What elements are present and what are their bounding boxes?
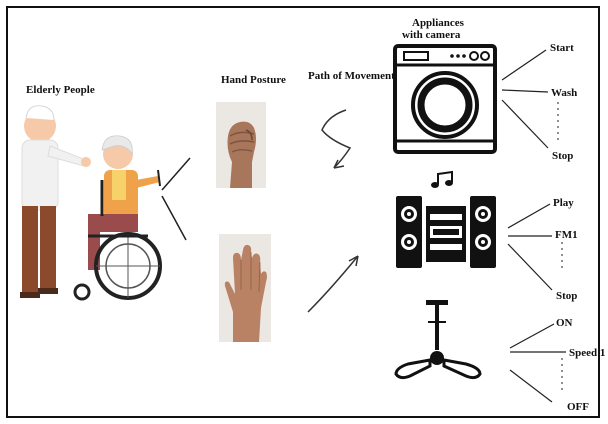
fist-hand-photo bbox=[216, 102, 266, 188]
command-connector-lines bbox=[496, 40, 566, 410]
appliances-label-line1: Appliances bbox=[412, 17, 464, 29]
movement-arrows bbox=[300, 100, 370, 320]
elderly-people-label: Elderly People bbox=[26, 84, 95, 96]
gesture-lines bbox=[150, 150, 200, 245]
path-of-movement-label: Path of Movement bbox=[308, 70, 395, 82]
stereo-system-icon bbox=[394, 170, 498, 270]
fan-command-speed: Speed 1 bbox=[569, 347, 605, 359]
hand-posture-label: Hand Posture bbox=[221, 74, 286, 86]
washing-machine-icon bbox=[392, 43, 498, 155]
appliances-label-line2: with camera bbox=[402, 29, 460, 41]
ceiling-fan-icon bbox=[392, 298, 494, 382]
fan-command-off: OFF bbox=[567, 401, 589, 413]
open-palm-photo bbox=[219, 234, 271, 342]
elderly-couple-illustration bbox=[8, 96, 168, 306]
